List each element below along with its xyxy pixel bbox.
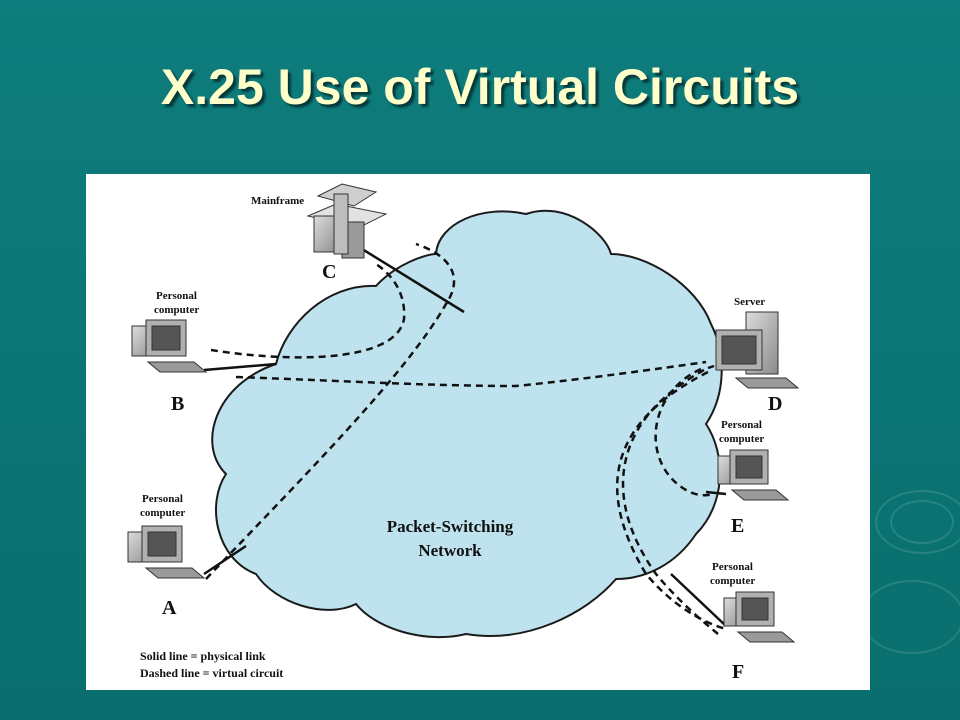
network-cloud bbox=[211, 209, 723, 639]
node-letter-a: A bbox=[162, 597, 177, 619]
vc-b-d bbox=[235, 360, 707, 388]
node-letter-b: B bbox=[171, 393, 184, 415]
node-letter-c: C bbox=[322, 261, 336, 283]
background-ripple bbox=[875, 490, 960, 554]
personal-computer-b-icon bbox=[131, 319, 208, 373]
background-ripple bbox=[860, 580, 960, 654]
label-server: Server bbox=[734, 296, 765, 308]
link-b bbox=[203, 362, 277, 372]
label-a-line1: Personal bbox=[142, 493, 183, 505]
network-label-line1: Packet-Switching bbox=[387, 517, 514, 536]
node-letter-f: F bbox=[732, 661, 744, 683]
link-e bbox=[705, 490, 727, 496]
vc-b-c bbox=[210, 262, 406, 359]
label-mainframe: Mainframe bbox=[251, 195, 304, 207]
diagram-canvas: Packet-Switching Network Mainframe C Per… bbox=[127, 183, 800, 683]
personal-computer-a-icon bbox=[127, 525, 206, 579]
slide-title: X.25 Use of Virtual Circuits bbox=[160, 59, 800, 115]
label-e-line1: Personal bbox=[721, 419, 762, 431]
network-diagram: Packet-Switching Network Mainframe C Per… bbox=[86, 174, 870, 690]
server-icon bbox=[715, 311, 800, 389]
link-c bbox=[353, 242, 465, 314]
personal-computer-f-icon bbox=[723, 591, 796, 643]
node-letter-d: D bbox=[768, 393, 782, 415]
label-e-line2: computer bbox=[719, 433, 764, 445]
legend-dashed: Dashed line = virtual circuit bbox=[140, 666, 283, 680]
personal-computer-e-icon bbox=[717, 449, 790, 501]
vc-d-f-2 bbox=[621, 368, 719, 635]
vc-a-c bbox=[205, 242, 456, 580]
label-f-line2: computer bbox=[710, 575, 755, 587]
link-d bbox=[707, 364, 715, 370]
mainframe-icon bbox=[306, 183, 388, 259]
label-b-line1: Personal bbox=[156, 290, 197, 302]
label-f-line1: Personal bbox=[712, 561, 753, 573]
label-b-line2: computer bbox=[154, 304, 199, 316]
node-letter-e: E bbox=[731, 515, 744, 537]
link-f bbox=[670, 573, 727, 627]
legend-solid: Solid line = physical link bbox=[140, 649, 266, 663]
network-label-line2: Network bbox=[418, 541, 482, 560]
virtual-circuits bbox=[205, 242, 727, 635]
label-a-line2: computer bbox=[140, 507, 185, 519]
